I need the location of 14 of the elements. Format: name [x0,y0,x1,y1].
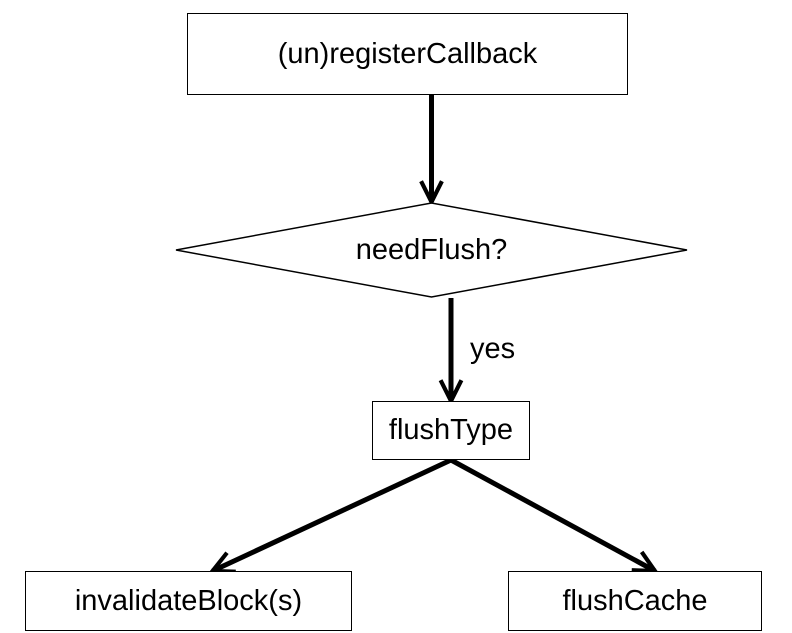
process-box [372,401,530,460]
node-label: (un)registerCallback [278,38,538,70]
arrow [438,298,464,404]
node-label: needFlush? [356,234,508,266]
process-box [187,13,628,95]
decision-diamond [175,202,688,298]
node-label: flushCache [562,584,708,618]
process-box [508,571,762,631]
node-label: flushType [388,414,514,447]
arrow [450,458,658,574]
arrow [419,95,444,204]
process-box [25,571,352,631]
arrow [210,458,452,574]
node-label: invalidateBlock(s) [74,584,302,618]
